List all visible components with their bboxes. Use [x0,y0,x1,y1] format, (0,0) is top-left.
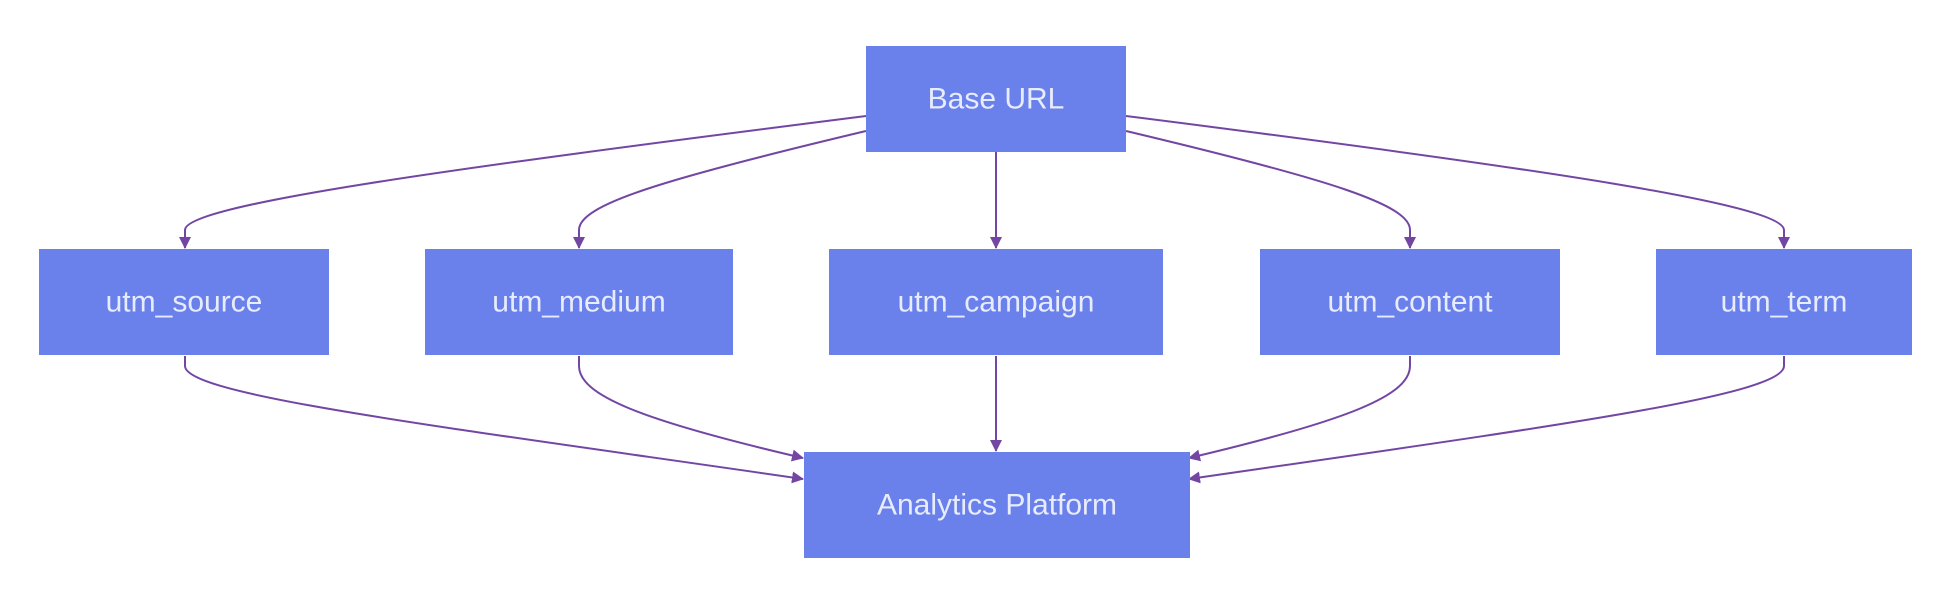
node-utm-term-label: utm_term [1721,286,1848,319]
edge-utm-source-to-analytics-platform [184,356,804,484]
edge-base-url-to-utm-source [179,115,867,249]
node-utm-source-label: utm_source [106,286,263,319]
node-utm-source[interactable]: utm_source [39,249,329,355]
edge-base-url-to-utm-medium [573,130,867,249]
node-base-url[interactable]: Base URL [866,46,1126,152]
node-utm-campaign-label: utm_campaign [898,286,1095,319]
node-utm-content-label: utm_content [1327,286,1493,319]
edge-base-url-to-utm-content [1125,130,1416,249]
node-utm-content[interactable]: utm_content [1260,249,1560,355]
node-utm-medium[interactable]: utm_medium [425,249,733,355]
node-utm-campaign[interactable]: utm_campaign [829,249,1163,355]
node-analytics-platform-label: Analytics Platform [877,489,1117,522]
node-base-url-label: Base URL [928,83,1065,116]
node-utm-medium-label: utm_medium [492,286,665,319]
edge-utm-content-to-analytics-platform [1188,356,1411,462]
edge-base-url-to-utm-term [1125,115,1790,249]
edge-utm-term-to-analytics-platform [1188,356,1785,484]
edge-utm-medium-to-analytics-platform [578,356,804,462]
node-analytics-platform[interactable]: Analytics Platform [804,452,1190,558]
node-utm-term[interactable]: utm_term [1656,249,1912,355]
